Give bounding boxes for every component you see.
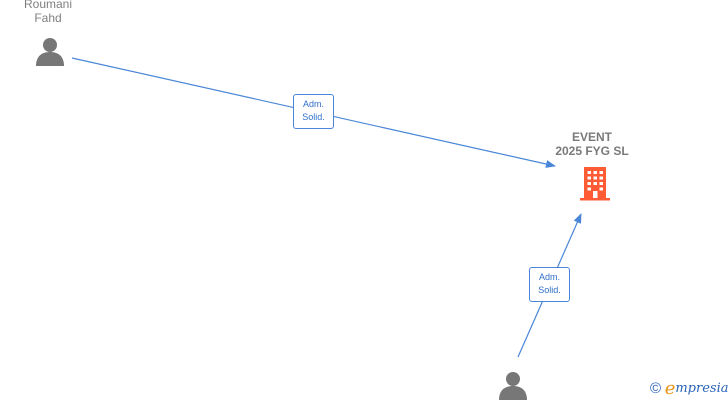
logo-text: mpresia	[675, 381, 728, 396]
person-name-label: Roumani Fahd	[10, 0, 86, 25]
copyright-icon: ©	[650, 380, 662, 397]
edge-role-label[interactable]: Adm. Solid.	[293, 94, 334, 129]
company-name-label: EVENT 2025 FYG SL	[542, 130, 642, 158]
edge-role-line1: Adm.	[538, 272, 560, 282]
edge-role-line1: Adm.	[302, 99, 324, 109]
company-name-line1: EVENT	[571, 130, 612, 144]
edge-role-line2: Solid.	[302, 112, 325, 122]
person-icon[interactable]	[35, 36, 65, 71]
person-name-line1: Roumani	[23, 0, 73, 11]
building-icon[interactable]	[578, 165, 612, 206]
edge-role-label[interactable]: Adm. Solid.	[529, 267, 570, 302]
person-icon[interactable]	[498, 370, 528, 400]
person-name-line2: Fahd	[34, 11, 62, 25]
edge-role-line2: Solid.	[538, 285, 561, 295]
logo-initial: e	[664, 378, 676, 399]
company-name-line2: 2025 FYG SL	[555, 144, 629, 158]
empresia-logo: © empresia	[650, 378, 728, 399]
